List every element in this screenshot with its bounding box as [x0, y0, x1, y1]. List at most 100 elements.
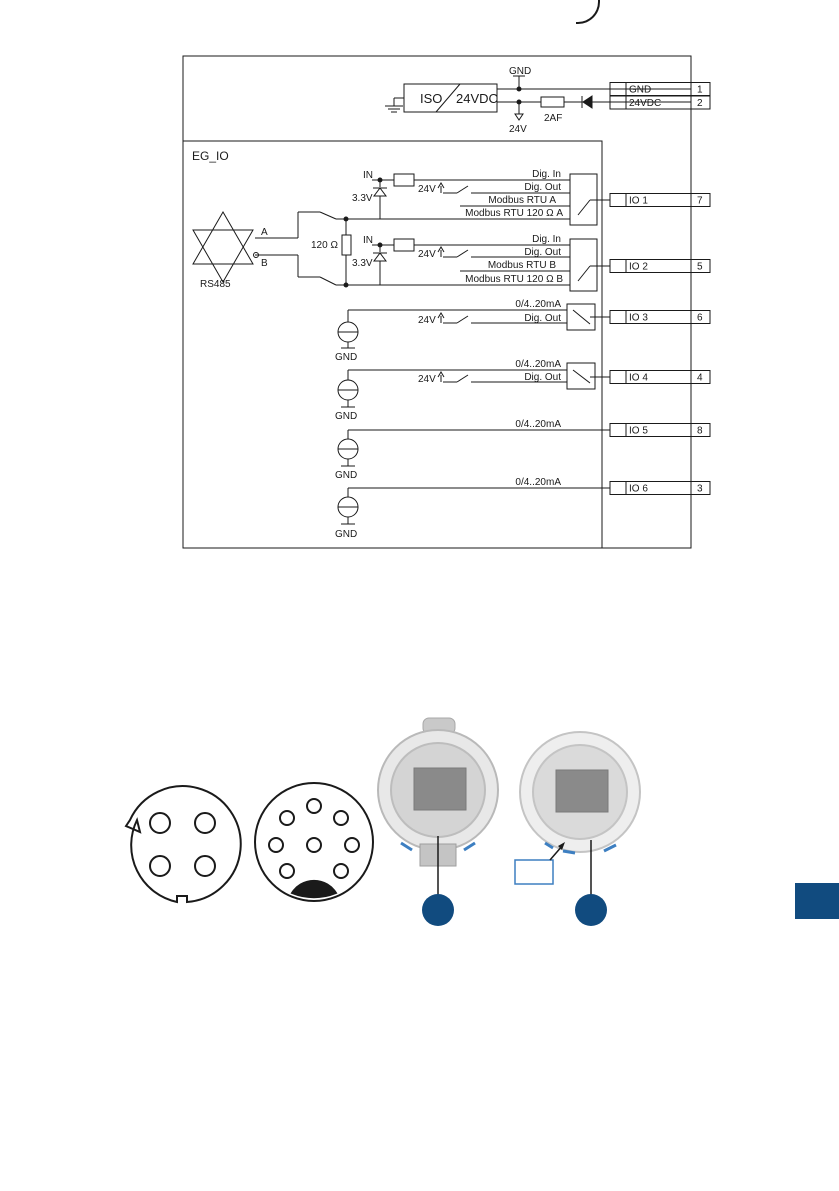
- pin: [306, 798, 322, 814]
- pin: [333, 810, 349, 826]
- connector-4pin: [124, 785, 242, 904]
- io1-dig-out: Dig. Out: [524, 182, 561, 193]
- io3-gnd-label: GND: [335, 352, 357, 363]
- io6-gnd-label: GND: [335, 529, 357, 540]
- fuse-2af: [540, 96, 565, 108]
- terminal-pin: 6: [697, 313, 703, 324]
- terminal-cell: [609, 259, 627, 273]
- connector-4pin-shell: [124, 785, 242, 904]
- gnd-supply-label: GND: [509, 66, 531, 77]
- terminal-pin: 3: [697, 484, 703, 495]
- rs485-a-label: A: [261, 227, 268, 238]
- schematic-labels: ISO 24VDC GND 24V 2AF EG_IO RS485 A B 12…: [192, 66, 563, 540]
- chapter-tab: [795, 883, 839, 919]
- terminal-pin: 5: [697, 262, 703, 273]
- io2-in-label: IN: [363, 235, 373, 246]
- terminal-row: IO 5 8: [609, 423, 711, 437]
- io1-in-label: IN: [363, 170, 373, 181]
- terminal-cell: [609, 370, 627, 384]
- eg-io-box: [182, 140, 603, 549]
- terminal-cell: [625, 193, 711, 207]
- io5-channel: [337, 429, 610, 467]
- vdc-label: 24VDC: [456, 91, 498, 106]
- device-front-view-2: [514, 731, 641, 926]
- io3-channel: [337, 303, 610, 349]
- wiring-schematic: GND 1 24VDC 2 IO 1 7 IO 25 IO 3 6 IO 4 4 IO 5 8 IO 6 3: [182, 55, 711, 549]
- terminal-row: IO 6 3: [609, 481, 711, 495]
- v24-supply-label: 24V: [509, 124, 527, 135]
- iso-divider: [435, 83, 461, 113]
- terminal-cell: [625, 259, 711, 273]
- terminal-cell: [609, 481, 627, 495]
- terminal-pin: 2: [697, 98, 703, 109]
- terminal-label: IO 6: [629, 484, 648, 495]
- terminal-cell: [625, 481, 711, 495]
- terminal-pin: 4: [697, 373, 703, 384]
- io6-channel: [337, 487, 610, 525]
- iso-label: ISO: [420, 91, 442, 106]
- rs485-block: [192, 210, 570, 288]
- rs485-b-label: B: [261, 258, 268, 269]
- power-supply-block: [385, 75, 691, 121]
- io1-24v-label: 24V: [418, 184, 436, 195]
- io5-gnd-label: GND: [335, 470, 357, 481]
- io3-24v-label: 24V: [418, 315, 436, 326]
- pin: [279, 810, 295, 826]
- io2-modbus: Modbus RTU B: [488, 260, 557, 271]
- pin: [268, 837, 284, 853]
- pin: [149, 812, 171, 834]
- connector-8pin: [254, 782, 374, 902]
- termination-resistor: [341, 234, 352, 256]
- io1-3v3-label: 3.3V: [352, 193, 373, 204]
- io6-analog: 0/4..20mA: [515, 477, 561, 488]
- pin: [333, 863, 349, 879]
- io4-24v-label: 24V: [418, 374, 436, 385]
- pin: [194, 812, 216, 834]
- io3-analog: 0/4..20mA: [515, 299, 561, 310]
- io1-modbus-term: Modbus RTU 120 Ω A: [465, 208, 563, 219]
- terminal-pin: 8: [697, 426, 703, 437]
- io4-channel: [337, 362, 610, 408]
- callout-box: [514, 859, 554, 885]
- io2-modbus-term: Modbus RTU 120 Ω B: [465, 274, 563, 285]
- terminal-row: 24VDC 2: [609, 95, 711, 110]
- schematic-frame: [182, 55, 692, 549]
- terminal-label: GND: [629, 85, 651, 96]
- connector-key: [290, 879, 338, 899]
- terminal-label: 24VDC: [629, 98, 661, 109]
- terminal-cell: [625, 423, 711, 437]
- io2-dig-in: Dig. In: [532, 234, 561, 245]
- callout-badge-1: [422, 894, 454, 926]
- io2-channel: [372, 238, 610, 292]
- pin: [306, 837, 322, 853]
- io1-channel: [372, 173, 610, 226]
- pin: [149, 855, 171, 877]
- terminal-pin: 1: [697, 85, 703, 96]
- device-display: [555, 769, 609, 813]
- terminal-label: IO 1: [629, 196, 648, 207]
- callout-badge-2: [575, 894, 607, 926]
- terminal-cell: [609, 423, 627, 437]
- terminal-cell: [609, 193, 627, 207]
- device-display: [413, 767, 467, 811]
- rs485-symbol: [192, 210, 254, 265]
- io3-dig-out: Dig. Out: [524, 313, 561, 324]
- terminal-label: IO 4: [629, 373, 648, 384]
- terminal-row: IO 1 7: [609, 193, 711, 207]
- io1-dig-in: Dig. In: [532, 169, 561, 180]
- terminal-label: IO 5: [629, 426, 648, 437]
- terminal-label: IO 3: [629, 313, 648, 324]
- terminal-cell: [625, 310, 711, 324]
- io2-24v-label: 24V: [418, 249, 436, 260]
- io1-modbus: Modbus RTU A: [488, 195, 556, 206]
- io4-dig-out: Dig. Out: [524, 372, 561, 383]
- rs485-label: RS485: [200, 279, 231, 290]
- io4-analog: 0/4..20mA: [515, 359, 561, 370]
- terminal-row: IO 4 4: [609, 370, 711, 384]
- terminal-cell: [625, 370, 711, 384]
- terminal-pin: 7: [697, 196, 703, 207]
- io5-analog: 0/4..20mA: [515, 419, 561, 430]
